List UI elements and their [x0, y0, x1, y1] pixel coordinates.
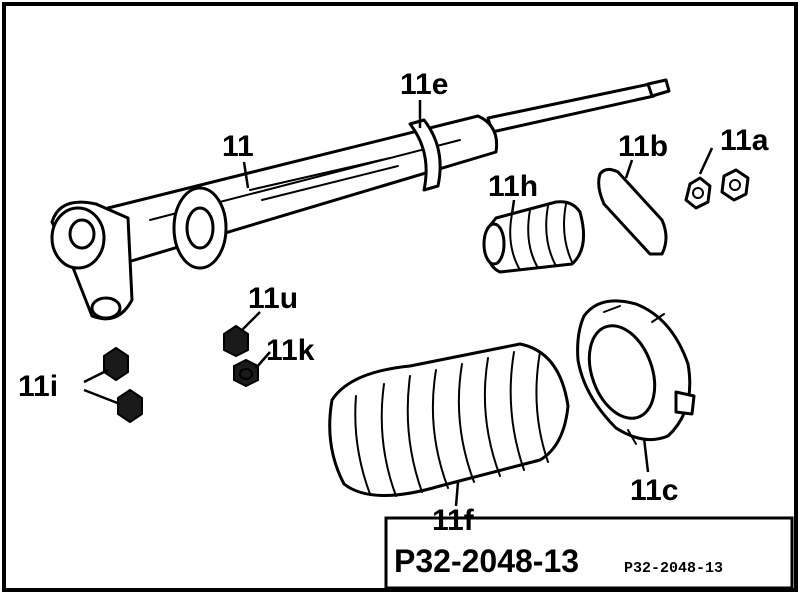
bellows-part — [328, 342, 570, 498]
piston-rod — [486, 82, 656, 134]
body-collar-inner — [185, 206, 215, 250]
rod-threaded-tip — [646, 78, 671, 98]
washer-plate-part — [597, 167, 668, 256]
reference-box — [384, 516, 794, 590]
label-11f: 11f — [432, 504, 475, 537]
bolt-and-nut-part — [223, 324, 259, 388]
lower-eye-foot — [90, 296, 122, 320]
leader-11i-1 — [83, 368, 109, 384]
label-11k: 11k — [266, 334, 315, 367]
top-nut-1-hole — [692, 187, 704, 199]
shock-absorber-part — [50, 78, 671, 321]
lower-eye-hole — [68, 218, 96, 250]
leader-11f — [454, 481, 460, 507]
label-11h: 11h — [488, 170, 538, 203]
bump-stop-part — [482, 200, 586, 274]
leader-11a — [698, 147, 714, 175]
top-mount-part — [576, 299, 696, 445]
top-nut-2-hole — [729, 179, 741, 191]
top-mount-detail — [603, 305, 665, 445]
lower-nuts-part — [103, 346, 143, 424]
leader-lines — [83, 100, 714, 507]
label-11: 11 — [222, 130, 254, 163]
leader-11i-2 — [83, 388, 121, 406]
label-11u: 11u — [248, 282, 298, 315]
leader-11h — [510, 199, 516, 215]
label-11b: 11b — [618, 130, 668, 163]
bellows-folds — [354, 351, 549, 497]
leader-11u — [241, 311, 261, 331]
reference-code-main: P32-2048-13 — [394, 543, 579, 579]
lower-nut-1 — [103, 346, 129, 382]
top-mount-lug — [674, 390, 696, 416]
top-mount-ring — [587, 324, 657, 420]
bump-stop-ribs — [509, 203, 573, 271]
leader-11b — [624, 159, 634, 179]
leader-11k — [255, 351, 271, 369]
reference-code-small: P32-2048-13 — [624, 560, 723, 577]
small-nut-face — [239, 368, 253, 380]
label-11i: 11i — [18, 370, 58, 403]
top-nuts-part — [684, 168, 750, 210]
label-11c: 11c — [630, 474, 678, 507]
bolt-head — [223, 324, 249, 358]
top-nut-1 — [684, 176, 712, 210]
leader-11c — [642, 437, 650, 473]
ring-part — [408, 118, 442, 192]
label-11a: 11a — [720, 124, 769, 157]
top-nut-2 — [720, 168, 750, 202]
bump-stop-end — [482, 222, 506, 266]
leader-11 — [242, 161, 250, 189]
small-nut — [233, 358, 259, 388]
lower-nut-2 — [117, 388, 143, 424]
bellows-body — [328, 342, 570, 498]
label-11e: 11e — [400, 68, 448, 101]
